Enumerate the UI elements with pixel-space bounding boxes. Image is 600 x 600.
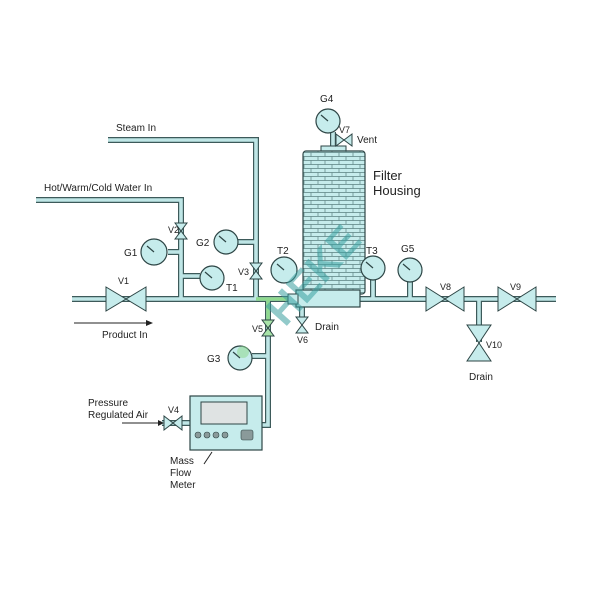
mass-flow-label-3: Meter — [170, 480, 196, 491]
valve-v9[interactable] — [497, 286, 537, 312]
gauge-g1 — [140, 238, 168, 266]
valve-v9-label: V9 — [510, 282, 521, 292]
valve-v10-label: V10 — [486, 340, 502, 350]
water-in-label: Hot/Warm/Cold Water In — [44, 183, 152, 194]
product-in-label: Product In — [102, 330, 148, 341]
gauge-g3-label: G3 — [207, 354, 221, 365]
mass-flow-label-2: Flow — [170, 468, 192, 479]
gauge-t3 — [360, 255, 386, 281]
valve-v10[interactable] — [466, 324, 492, 362]
gauge-g4-label: G4 — [320, 94, 334, 105]
gauge-g4 — [315, 108, 341, 134]
filter-housing-label-2: Housing — [373, 183, 421, 198]
valve-v7[interactable] — [335, 133, 353, 147]
valve-v6[interactable] — [295, 316, 309, 334]
gauge-t2 — [270, 256, 298, 284]
mass-flow-meter — [189, 395, 263, 465]
drain-v6-label: Drain — [315, 322, 339, 333]
valve-v4-label: V4 — [168, 405, 179, 415]
drain-v10-label: Drain — [469, 372, 493, 383]
pressure-air-label-2: Regulated Air — [88, 410, 149, 421]
gauge-t1-label: T1 — [226, 283, 238, 294]
valve-v8-label: V8 — [440, 282, 451, 292]
filter-housing-label-1: Filter — [373, 168, 403, 183]
gauge-t2-label: T2 — [277, 246, 289, 257]
vent-label: Vent — [357, 135, 377, 146]
valve-v1-label: V1 — [118, 276, 129, 286]
gauge-g1-label: G1 — [124, 248, 138, 259]
gauge-g2 — [213, 229, 239, 255]
gauge-t1 — [199, 265, 225, 291]
air-in-arrow — [122, 420, 164, 426]
gauge-t3-label: T3 — [366, 246, 378, 257]
gauge-g5 — [397, 257, 423, 283]
valve-v2-label: V2 — [168, 225, 179, 235]
mass-flow-label-1: Mass — [170, 456, 194, 467]
valve-v3-label: V3 — [238, 267, 249, 277]
gauge-g5-label: G5 — [401, 244, 415, 255]
steam-in-label: Steam In — [116, 123, 156, 134]
filter-housing — [287, 145, 366, 308]
valve-v5[interactable] — [261, 319, 275, 337]
product-in-arrow — [74, 320, 153, 326]
valve-v3[interactable] — [249, 262, 263, 280]
pressure-air-label-1: Pressure — [88, 398, 128, 409]
valve-v6-label: V6 — [297, 335, 308, 345]
gauge-g2-label: G2 — [196, 238, 210, 249]
valve-v2[interactable] — [174, 222, 188, 240]
valve-v8[interactable] — [425, 286, 465, 312]
valve-v7-label: V7 — [339, 125, 350, 135]
valve-v4[interactable] — [163, 414, 183, 432]
valve-v5-label: V5 — [252, 324, 263, 334]
valve-v1[interactable] — [105, 286, 147, 312]
